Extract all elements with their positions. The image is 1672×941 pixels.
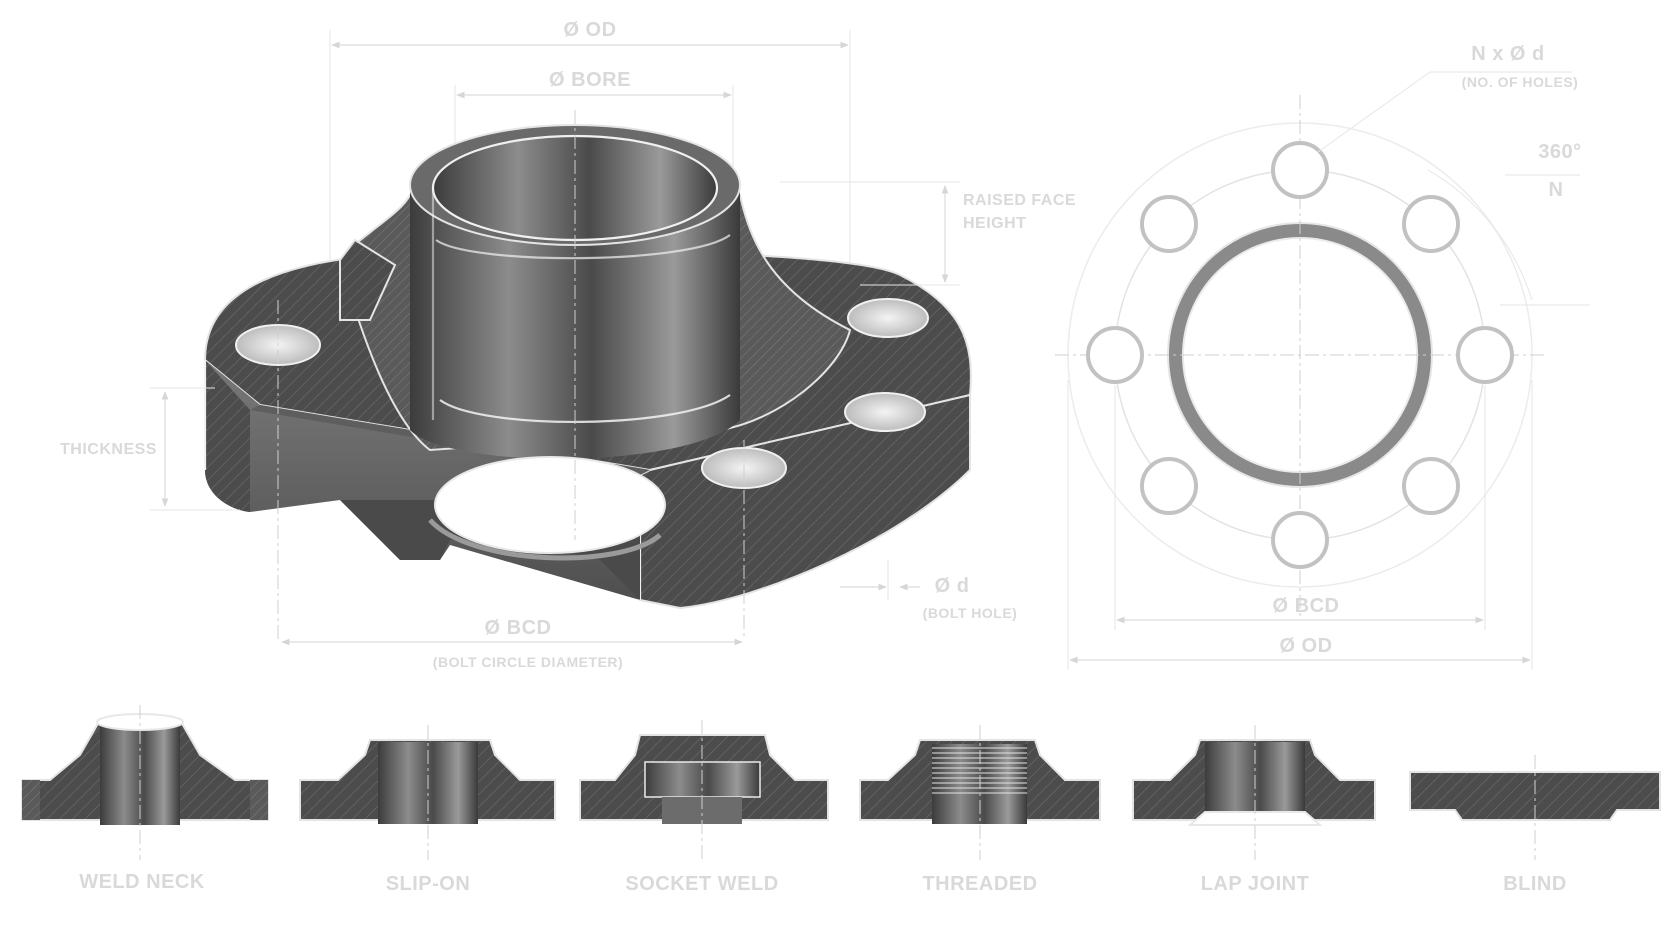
raised-face-label-line2: HEIGHT (963, 215, 1026, 232)
bolt-hole-caption: (BOLT HOLE) (923, 605, 1018, 621)
bcd-caption: (BOLT CIRCLE DIAMETER) (433, 654, 623, 670)
flange-type-label-socket-weld: SOCKET WELD (625, 873, 778, 895)
bolt-hole-right-mid (844, 392, 926, 432)
isometric-flange-view (150, 30, 972, 646)
bolt-hole-right-top (847, 298, 929, 338)
angle-label: 360° (1538, 141, 1581, 163)
thickness-label: THICKNESS (60, 441, 157, 458)
flange-type-label-lap-joint: LAP JOINT (1201, 873, 1310, 895)
plan-od-label: Ø OD (1279, 635, 1332, 657)
plan-bolt-hole (1140, 195, 1198, 253)
plan-bolt-hole (1271, 511, 1329, 569)
lap-joint-flange-section (1132, 725, 1376, 860)
plan-bolt-hole (1456, 326, 1514, 384)
flange-type-label-threaded: THREADED (922, 873, 1037, 895)
angle-denominator: N (1549, 179, 1564, 201)
plan-bolt-hole (1140, 457, 1198, 515)
bore-label: Ø BORE (549, 69, 631, 91)
od-label: Ø OD (563, 19, 616, 41)
plan-bcd-label: Ø BCD (1273, 595, 1340, 617)
socket-weld-flange-section (579, 720, 829, 860)
plan-bolt-holes (1086, 141, 1514, 569)
blind-flange-section (1409, 755, 1661, 860)
flange-type-label-slip-on: SLIP-ON (386, 873, 471, 895)
threaded-flange-section (859, 725, 1101, 860)
bolt-hole-label: Ø d (935, 575, 970, 597)
bore-bottom-opening (434, 456, 666, 554)
flange-type-label-weld-neck: WELD NECK (79, 871, 205, 893)
plan-bolt-hole (1402, 195, 1460, 253)
plan-bolt-hole (1086, 326, 1144, 384)
slip-on-flange-section (299, 725, 556, 860)
weld-neck-flange-section (21, 705, 269, 860)
raised-face-label-line1: RAISED FACE (963, 192, 1076, 209)
plan-view (1055, 71, 1590, 670)
plan-bolt-hole (1402, 457, 1460, 515)
holes-caption: (NO. OF HOLES) (1462, 74, 1579, 90)
holes-label: N x Ø d (1471, 43, 1545, 65)
flange-type-label-blind: BLIND (1503, 873, 1567, 895)
bcd-label: Ø BCD (485, 617, 552, 639)
plan-bolt-hole (1271, 141, 1329, 199)
